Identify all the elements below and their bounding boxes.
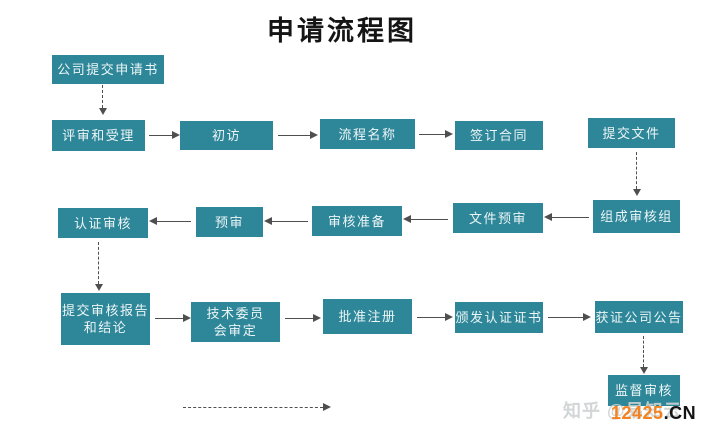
flow-node-process-name: 流程名称: [320, 119, 415, 149]
arrow-registration-to-certificate: [417, 313, 453, 321]
flow-node-submit-documents: 提交文件: [588, 118, 675, 148]
arrow-bottom-dashed: [183, 403, 331, 411]
arrow-report-to-committee: [155, 314, 191, 322]
flow-node-review-and-acceptance: 评审和受理: [52, 120, 145, 151]
watermark-site-url: 12425.CN: [611, 403, 696, 424]
flow-node-audit-preparation: 审核准备: [312, 206, 402, 236]
flow-node-document-pre-review: 文件预审: [453, 203, 543, 233]
flow-node-initial-visit: 初访: [180, 121, 273, 150]
flow-node-surveillance-audit: 监督审核: [608, 375, 680, 406]
flow-node-certified-announcement: 获证公司公告: [595, 301, 683, 333]
arrow-initial-visit-to-process-name: [278, 131, 318, 139]
flow-node-issue-certificate: 颁发认证证书: [455, 302, 543, 333]
arrow-preparation-to-pre-audit: [264, 217, 308, 225]
flow-node-submit-application: 公司提交申请书: [52, 55, 164, 84]
arrow-announcement-to-surveillance: [639, 336, 648, 374]
flow-node-sign-contract: 签订合同: [455, 121, 543, 150]
arrow-process-name-to-sign-contract: [419, 130, 453, 138]
arrow-review-to-initial-visit: [149, 131, 180, 139]
arrow-application-to-review: [98, 85, 107, 115]
flow-node-approve-registration: 批准注册: [323, 299, 412, 334]
watermark-zhihu: 知乎 @易知云: [563, 401, 683, 421]
flow-node-pre-audit: 预审: [196, 207, 263, 237]
flow-node-certification-audit: 认证审核: [58, 208, 148, 238]
arrow-committee-to-registration: [285, 314, 321, 322]
arrow-pre-audit-to-certification-audit: [149, 217, 191, 225]
arrow-certificate-to-announcement: [548, 313, 591, 321]
flow-node-form-audit-team: 组成审核组: [593, 200, 680, 233]
arrow-pre-review-to-preparation: [403, 215, 448, 223]
flow-node-submit-audit-report: 提交审核报告 和结论: [61, 293, 150, 345]
arrow-documents-to-audit-team: [632, 152, 641, 196]
arrow-audit-team-to-pre-review: [544, 213, 589, 221]
flow-node-technical-committee: 技术委员 会审定: [191, 302, 280, 342]
arrow-audit-to-report: [94, 242, 103, 291]
page-title: 申请流程图: [267, 16, 417, 46]
watermark-site-tld: .CN: [663, 403, 697, 423]
watermark-site-number: 12425: [611, 403, 664, 423]
